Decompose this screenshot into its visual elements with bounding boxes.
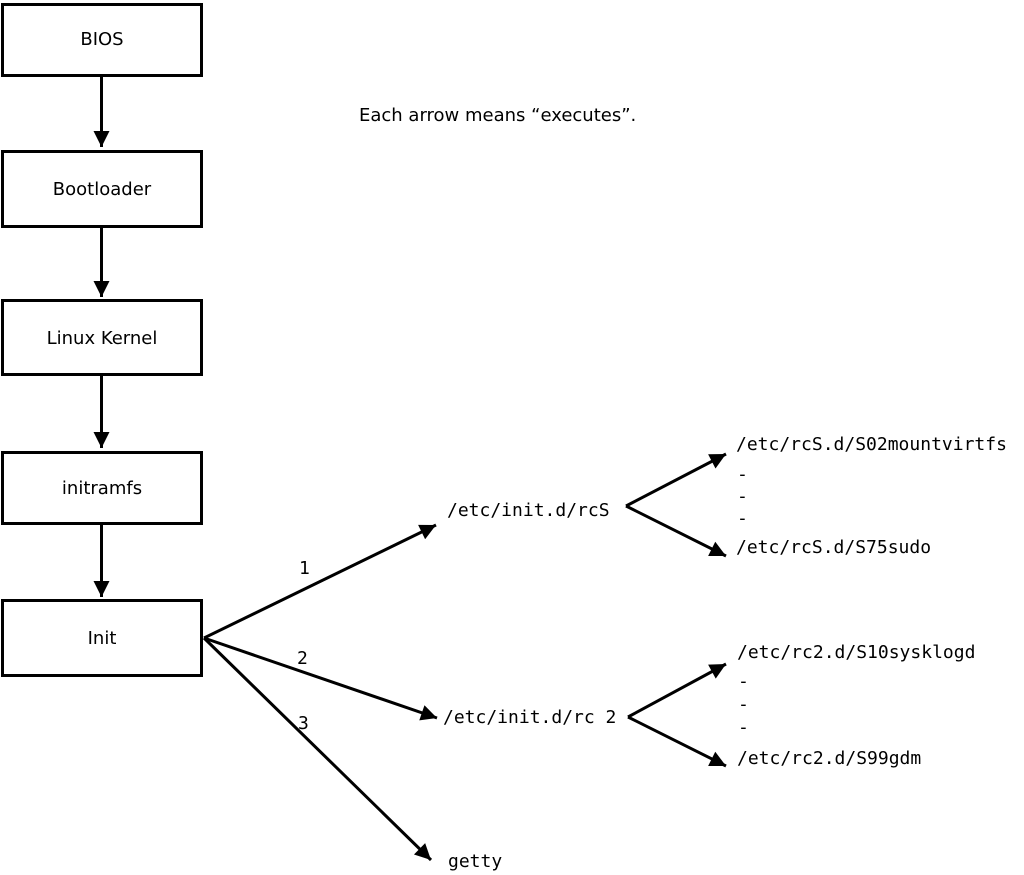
node-init-rect (1, 599, 203, 677)
node-linux-kernel-rect (1, 299, 203, 376)
node-bios: BIOS (1, 3, 203, 77)
target-getty-label: getty (448, 851, 502, 872)
arrow-init-to-rc2 (203, 636, 438, 721)
rc2-script-dash-1: - (738, 671, 749, 692)
edge-label-1: 1 (299, 558, 310, 579)
node-initramfs-rect (1, 451, 203, 525)
node-init-label: Init (88, 628, 117, 649)
edge-label-3: 3 (298, 713, 309, 734)
rc2-script-first: /etc/rc2.d/S10sysklogd (737, 642, 975, 663)
rcs-script-first: /etc/rcS.d/S02mountvirtfs (736, 434, 1007, 455)
arrow-rcs-to-last-script (625, 504, 727, 558)
arrow-rcs-to-first-script (625, 452, 727, 508)
node-initramfs: initramfs (1, 451, 203, 525)
rcs-script-last: /etc/rcS.d/S75sudo (736, 537, 931, 558)
rcs-script-dash-1: - (737, 464, 748, 485)
arrow-rc2-to-first-script (627, 662, 727, 719)
arrow-init-to-getty (202, 636, 433, 862)
node-bootloader-label: Bootloader (53, 179, 152, 200)
target-rcs-label: /etc/init.d/rcS (447, 500, 610, 521)
node-bios-rect (1, 3, 203, 77)
rcs-script-dash-2: - (737, 486, 748, 507)
rc2-script-dash-2: - (738, 694, 749, 715)
caption-text: Each arrow means “executes”. (359, 105, 636, 126)
arrow-rc2-to-last-script (627, 715, 727, 768)
node-initramfs-label: initramfs (62, 478, 142, 499)
node-bootloader-rect (1, 150, 203, 228)
node-bios-label: BIOS (80, 29, 123, 50)
node-init: Init (1, 599, 203, 677)
node-linux-kernel: Linux Kernel (1, 299, 203, 376)
target-rc2-label: /etc/init.d/rc 2 (443, 707, 616, 728)
rc2-script-dash-3: - (738, 717, 749, 738)
rcs-script-dash-3: - (737, 508, 748, 529)
rc2-script-last: /etc/rc2.d/S99gdm (737, 748, 921, 769)
node-linux-kernel-label: Linux Kernel (47, 328, 158, 349)
arrow-init-to-rcs (203, 523, 437, 640)
node-bootloader: Bootloader (1, 150, 203, 228)
edge-label-2: 2 (297, 648, 308, 669)
